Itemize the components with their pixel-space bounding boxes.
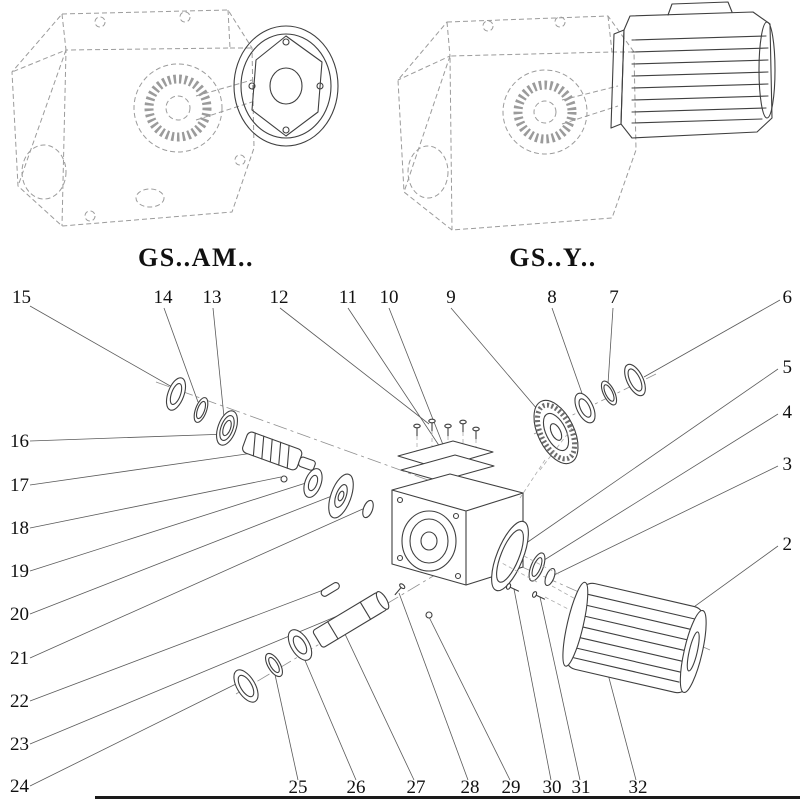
callout-9: 9: [446, 287, 456, 308]
callout-13: 13: [203, 287, 222, 308]
motor-illustration: [610, 1, 776, 139]
callout-16: 16: [10, 431, 29, 452]
input-flange: [233, 25, 339, 147]
cover-screws: [413, 418, 480, 440]
seal-ring: [165, 377, 187, 411]
bearing: [303, 468, 323, 498]
leader-lines: [29, 299, 781, 787]
drive-motor: [562, 581, 707, 694]
gearbox-housing: [391, 418, 524, 586]
flange-bolt: [531, 591, 546, 600]
callout-3: 3: [783, 454, 793, 475]
callout-5: 5: [783, 357, 793, 378]
callout-31: 31: [572, 777, 591, 798]
worm-shaft: [242, 431, 316, 471]
output-shaft: [312, 591, 390, 648]
callout-numbers: 15 14 13 12 11 10 9 8 7 6 5 4 3 2 16 17 …: [10, 287, 793, 798]
callout-30: 30: [543, 777, 562, 798]
callout-21: 21: [10, 648, 29, 669]
callout-14: 14: [154, 287, 174, 308]
gear-and-rings: [519, 363, 646, 499]
callout-32: 32: [629, 777, 648, 798]
variant-label-gs-am: GS..AM..: [138, 243, 254, 272]
variant-label-gs-y: GS..Y..: [509, 243, 597, 272]
callout-20: 20: [10, 604, 29, 625]
callout-12: 12: [270, 287, 289, 308]
callout-10: 10: [380, 287, 399, 308]
gearbox-motor-illustration: [397, 1, 776, 231]
output-bearing: [287, 629, 313, 661]
callout-25: 25: [289, 777, 308, 798]
gearbox-flange-illustration: [11, 9, 339, 227]
callout-26: 26: [347, 777, 366, 798]
retaining-ring: [193, 397, 209, 423]
flange-bolt: [505, 583, 520, 592]
shim: [528, 552, 546, 582]
output-circlip: [265, 652, 283, 678]
gear-bearing: [574, 392, 596, 424]
callout-18: 18: [10, 518, 29, 539]
callout-6: 6: [783, 287, 793, 308]
callout-15: 15: [12, 287, 31, 308]
pin: [280, 475, 288, 483]
callout-4: 4: [783, 402, 793, 423]
washer-disc: [328, 473, 354, 519]
spacer-ring: [362, 499, 374, 519]
output-shaft-parts: [233, 582, 433, 703]
callout-23: 23: [10, 734, 29, 755]
cover-gasket: [400, 454, 495, 482]
input-bearing: [215, 410, 239, 446]
callout-11: 11: [339, 287, 357, 308]
flange-ring: [491, 520, 529, 592]
callout-24: 24: [10, 776, 30, 797]
callout-22: 22: [10, 691, 29, 712]
callout-28: 28: [461, 777, 480, 798]
seal-cap: [624, 363, 646, 397]
callout-8: 8: [547, 287, 557, 308]
input-shaft-parts: [165, 377, 374, 519]
spacer: [544, 567, 556, 587]
callout-17: 17: [10, 475, 29, 496]
output-flange-parts: [491, 520, 589, 611]
callout-27: 27: [407, 777, 426, 798]
callout-2: 2: [783, 534, 793, 555]
callout-19: 19: [10, 561, 29, 582]
key: [320, 582, 340, 597]
circlip: [600, 380, 618, 406]
callout-29: 29: [502, 777, 521, 798]
callout-7: 7: [609, 287, 619, 308]
small-bolt: [394, 583, 406, 596]
dowel-pin: [425, 611, 433, 619]
output-seal-washer: [233, 669, 259, 703]
